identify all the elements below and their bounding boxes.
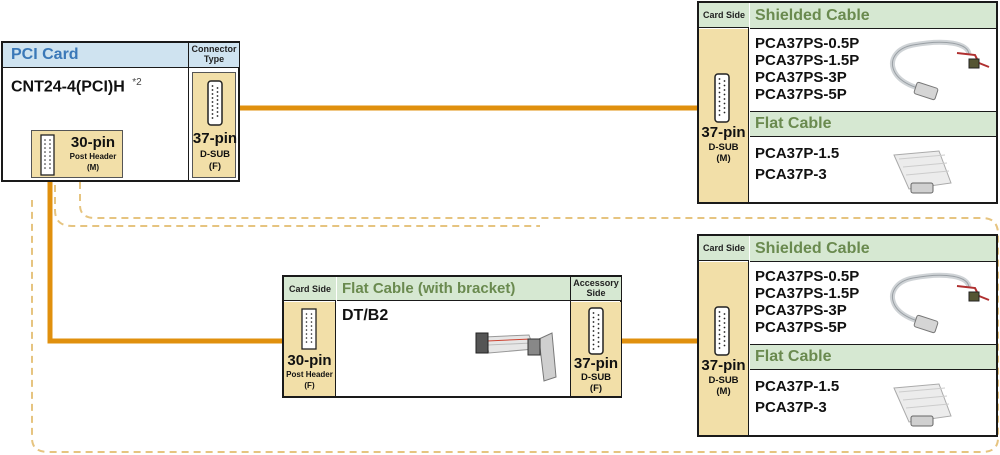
pci-card-title: PCI Card <box>11 46 79 63</box>
model-item: PCA37P-1.5 <box>755 145 840 162</box>
model-item: PCA37P-3 <box>755 166 827 183</box>
dsub-pins: 37-pin <box>192 130 238 147</box>
flat-model-list: PCA37P-1.5 PCA37P-3 <box>755 145 839 183</box>
accessory-side-header: Accessory Side <box>571 277 621 301</box>
dsub-male-panel: 37-pin D-SUB (M) <box>699 262 748 435</box>
cable-line-left <box>47 181 285 344</box>
bracket-cable-box: Card Side 30-pin Post Header (F) Flat Ca… <box>282 275 622 398</box>
shielded-cable-image <box>890 39 990 101</box>
bracket-cable-image <box>475 332 557 382</box>
dsub-male-panel: 37-pin D-SUB (M) <box>699 29 748 202</box>
flat-cable-title: Flat Cable <box>755 115 832 132</box>
flat-model-list: PCA37P-1.5 PCA37P-3 <box>755 378 839 416</box>
header-pins: 30-pin <box>70 134 116 151</box>
cable-box-bottom: Card Side 37-pin D-SUB (M) Shielded Cabl… <box>697 234 998 437</box>
header-gender: (F) <box>304 381 315 390</box>
model-item: PCA37PS-3P <box>755 302 847 319</box>
accessory-side-column: Accessory Side 37-pin D-SUB (F) <box>570 277 621 396</box>
connector-type-label: Connector Type <box>191 44 237 64</box>
model-item: PCA37PS-5P <box>755 319 847 336</box>
flat-cable-image <box>893 150 952 194</box>
dsub-pins: 37-pin <box>701 124 746 141</box>
shielded-cable-title: Shielded Cable <box>755 7 870 24</box>
shielded-cable-header <box>750 3 996 29</box>
connector-type-header: Connector Type <box>189 43 239 68</box>
pci-card-model: CNT24-4(PCI)H *2 <box>11 77 142 96</box>
header-type: Post Header <box>69 152 117 161</box>
shielded-cable-image <box>890 272 990 334</box>
dsub-gender: (F) <box>589 383 603 394</box>
dsub-female-panel: 37-pin D-SUB (F) <box>571 302 621 396</box>
bracket-model: DT/B2 <box>342 307 389 324</box>
pci-card-header <box>3 43 188 68</box>
model-item: PCA37PS-0.5P <box>755 268 860 285</box>
post-header-icon <box>40 134 55 176</box>
model-item: PCA37PS-1.5P <box>755 285 860 302</box>
flat-cable-header <box>750 111 996 137</box>
dsub-gender: (M) <box>716 153 731 164</box>
card-side-label: Card Side <box>702 10 745 20</box>
shielded-model-list: PCA37PS-0.5P PCA37PS-1.5P PCA37PS-3P PCA… <box>755 268 859 336</box>
dsub-connector-icon <box>588 307 604 355</box>
footnote-marker: *2 <box>132 77 142 88</box>
accessory-side-label: Accessory Side <box>573 278 619 298</box>
model-item: PCA37PS-0.5P <box>755 35 860 52</box>
post-header-female-panel: 30-pin Post Header (F) <box>284 302 335 396</box>
dsub-pins: 37-pin <box>701 357 746 374</box>
connector-type-column: Connector Type 37-pin D-SUB (F) <box>188 43 240 180</box>
flat-cable-header <box>750 344 996 370</box>
dsub-type: D-SUB <box>199 149 231 160</box>
dashed-alternate-path <box>54 185 540 227</box>
cable-box-top: Card Side 37-pin D-SUB (M) Shielded Cabl… <box>697 1 998 204</box>
card-side-header: Card Side <box>699 236 749 261</box>
header-gender: (M) <box>87 163 99 172</box>
dsub-type: D-SUB <box>580 372 612 383</box>
dsub-connector-icon <box>207 80 223 126</box>
card-side-label: Card Side <box>702 243 745 253</box>
dsub-gender: (M) <box>716 386 731 397</box>
model-item: PCA37PS-1.5P <box>755 52 860 69</box>
shielded-cable-header <box>750 236 996 262</box>
model-name: CNT24-4(PCI)H <box>11 78 125 96</box>
card-side-header: Card Side <box>699 3 749 28</box>
dsub-pins: 37-pin <box>573 355 619 372</box>
card-side-column: Card Side 30-pin Post Header (F) <box>284 277 336 396</box>
pci-card-box: PCI Card CNT24-4(PCI)H *2 Connector Type… <box>1 41 240 182</box>
dsub-connector-icon <box>714 306 730 356</box>
shielded-model-list: PCA37PS-0.5P PCA37PS-1.5P PCA37PS-3P PCA… <box>755 35 859 103</box>
dsub-connector-icon <box>714 73 730 123</box>
dsub-type: D-SUB <box>708 375 739 386</box>
post-header-icon <box>301 308 317 350</box>
dsub-type: D-SUB <box>708 142 739 153</box>
dsub-panel: 37-pin D-SUB (F) <box>192 72 237 178</box>
card-side-column: Card Side 37-pin D-SUB (M) <box>699 3 749 202</box>
card-side-column: Card Side 37-pin D-SUB (M) <box>699 236 749 435</box>
header-pins: 30-pin <box>287 352 332 369</box>
post-header-panel: 30-pin Post Header (M) <box>31 130 123 178</box>
dashed-alternate-path <box>31 182 999 453</box>
bracket-cable-header <box>337 277 570 301</box>
shielded-cable-title: Shielded Cable <box>755 240 870 257</box>
dsub-gender: (F) <box>208 161 222 172</box>
model-item: PCA37P-3 <box>755 399 827 416</box>
flat-cable-image <box>893 383 952 427</box>
card-side-label: Card Side <box>288 284 331 294</box>
model-item: PCA37PS-3P <box>755 69 847 86</box>
bracket-cable-title: Flat Cable (with bracket) <box>342 280 516 297</box>
card-side-header: Card Side <box>284 277 336 301</box>
header-type: Post Header <box>286 370 333 379</box>
model-item: PCA37PS-5P <box>755 86 847 103</box>
flat-cable-title: Flat Cable <box>755 348 832 365</box>
model-item: PCA37P-1.5 <box>755 378 840 395</box>
